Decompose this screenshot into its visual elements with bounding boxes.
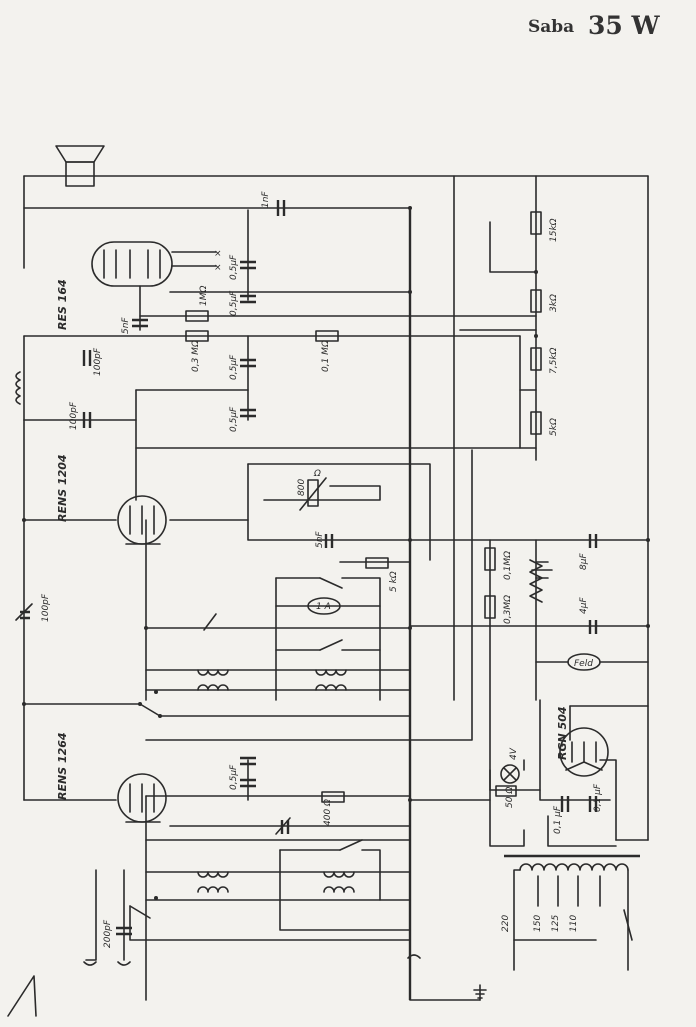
svg-text:×: × [214,263,222,273]
rectifier-tube-label: RGN 504 [556,707,569,761]
label-r-01mohm: 0,1 MΩ [321,340,331,372]
label-c-8uf: 8µF [579,553,589,570]
label-c-5nf-b: 5nF [315,531,325,548]
label-c-4uf: 4µF [579,597,589,614]
label-choke-1a: 1 A [316,602,331,612]
rectifier-tube [559,727,609,777]
power-transformer [504,854,640,971]
label-c-100pf-b: 100pF [69,401,79,430]
label-tap-150: 150 [533,915,543,932]
svg-text:×: × [214,249,222,259]
label-r-400ohm: 400 Ω [323,799,333,826]
plugs [22,206,650,966]
label-r-75kohm: 7,5kΩ [549,347,559,374]
coils [15,371,601,893]
label-r-01mohm-b: 0,1MΩ [503,551,513,580]
label-r-1mohm: 1MΩ [199,286,209,306]
label-c-01uf-b: 0,1 µF [593,783,603,812]
label-c-05uf-c: 0,5µF [229,354,239,380]
label-c-01uf-a: 0,1 µF [553,805,563,834]
label-tap-220: 220 [501,915,511,932]
label-c-5nf-a: 5nF [121,317,131,334]
label-c-05uf-d: 0,5µF [229,406,239,432]
label-r-03mohm: 0,3 MΩ [191,340,201,372]
label-tap-110: 110 [569,915,579,932]
label-c-05uf-b: 0,5µF [229,290,239,316]
loudspeaker-icon [55,145,105,187]
resistors [185,211,553,803]
label-r-15kohm: 15kΩ [549,218,559,242]
label-c-100pf-c: 100pF [41,593,51,622]
detector-tube [117,495,167,545]
label-tap-125: 125 [551,915,561,932]
component-labels: 1nF 0,5µF 0,5µF 0,5µF 0,5µF 5nF 1MΩ 0,3 … [41,191,603,948]
label-r-3kohm: 3kΩ [549,294,559,312]
detector-tube-label: RENS 1204 [56,454,69,522]
label-c-05uf-e: 0,5µF [229,764,239,790]
wiring [7,175,649,1017]
output-tube: × × [91,241,222,331]
label-c-200pf: 200pF [103,919,113,948]
label-r-50ohm: 50 Ω [505,787,515,808]
label-c-100pf-a: 100pF [93,347,103,376]
model-label: 35 W [588,11,660,40]
capacitors [15,200,598,936]
pilot-lamp-icon [500,764,520,784]
label-r-5kohm-a: 5kΩ [549,418,559,436]
label-lamp-4v: 4V [509,747,519,760]
output-tube-label: RES 164 [56,279,69,330]
label-r-5kohm-b: 5 kΩ [389,571,399,592]
label-pot-ohm: Ω [313,469,321,479]
label-r-03mohm-b: 0,3MΩ [503,595,513,624]
label-c-05uf-a: 0,5µF [229,254,239,280]
label-field-coil: Feld [574,659,593,669]
rf-tube-label: RENS 1264 [56,732,69,800]
label-pot-800: 800 [297,479,307,496]
brand-label: Saba [528,17,574,37]
rf-tube [117,773,167,823]
switches [129,577,633,941]
label-c-1nf: 1nF [261,191,271,208]
